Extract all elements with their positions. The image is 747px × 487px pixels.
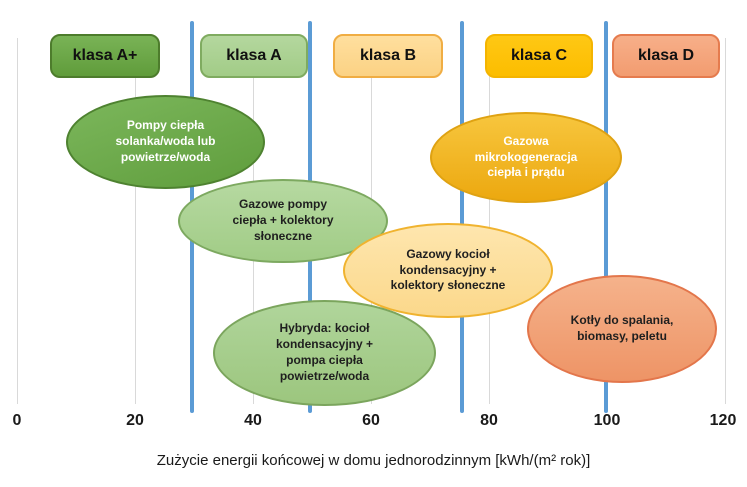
bubble-gas-condensing-solar: Gazowy kocioł kondensacyjny + kolektory … (343, 223, 553, 318)
class-box-a-plus: klasa A+ (50, 34, 160, 78)
gridline-20 (135, 38, 136, 404)
bubble-gas-microcogeneration: Gazowa mikrokogeneracja ciepła i prądu (430, 112, 622, 203)
x-tick-0: 0 (12, 412, 22, 429)
x-tick-120: 120 (709, 412, 737, 429)
bubble-heat-pumps: Pompy ciepła solanka/woda lub powietrze/… (66, 95, 265, 189)
class-boundary-line-100 (604, 21, 608, 413)
x-axis-title: Zużycie energii końcowej w domu jednorod… (156, 452, 591, 469)
gridline-80 (489, 38, 490, 404)
bubble-gas-heat-pumps-solar: Gazowe pompy ciepła + kolektory słoneczn… (178, 179, 388, 263)
x-tick-100: 100 (593, 412, 621, 429)
class-box-c: klasa C (485, 34, 593, 78)
gridline-0 (17, 38, 18, 404)
bubble-hybrid-condensing-heat-pump: Hybryda: kocioł kondensacyjny + pompa ci… (213, 300, 436, 406)
class-box-b-label: klasa B (359, 47, 417, 64)
class-box-a-plus-label: klasa A+ (72, 47, 138, 64)
class-box-b: klasa B (333, 34, 443, 78)
class-box-d: klasa D (612, 34, 720, 78)
bubble-biomass-pellet-boilers: Kotły do spalania, biomasy, peletu (527, 275, 717, 383)
class-boundary-line-75 (460, 21, 464, 413)
x-tick-60: 60 (362, 412, 380, 429)
x-tick-20: 20 (126, 412, 144, 429)
gridline-120 (725, 38, 726, 404)
x-tick-80: 80 (480, 412, 498, 429)
class-box-a-label: klasa A (226, 47, 282, 64)
class-box-d-label: klasa D (637, 47, 695, 64)
class-box-a: klasa A (200, 34, 308, 78)
class-box-c-label: klasa C (510, 47, 568, 64)
x-tick-40: 40 (244, 412, 262, 429)
